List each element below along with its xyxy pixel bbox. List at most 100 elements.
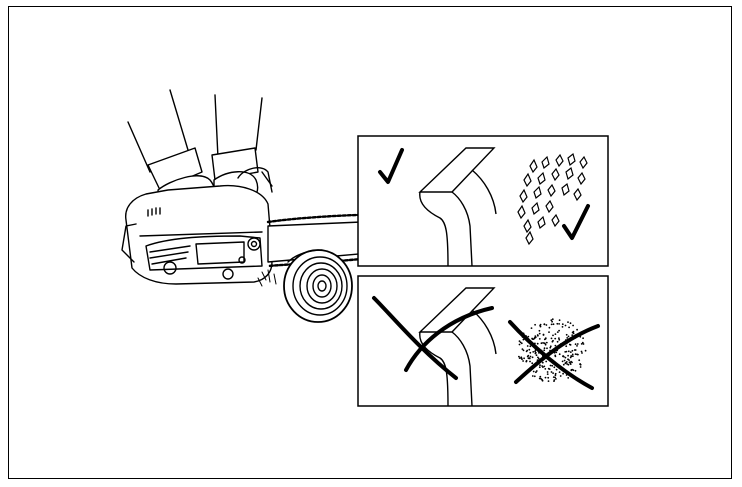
dust-speck bbox=[553, 366, 556, 369]
dust-speck bbox=[556, 340, 559, 343]
dust-speck bbox=[554, 374, 557, 377]
dust-speck bbox=[565, 350, 568, 353]
dust-speck bbox=[531, 375, 534, 377]
dust-speck bbox=[562, 363, 565, 366]
dust-speck bbox=[535, 371, 537, 374]
dust-speck bbox=[528, 357, 531, 360]
log-icon bbox=[283, 249, 353, 323]
dust-speck bbox=[572, 355, 574, 357]
dust-speck bbox=[534, 350, 536, 353]
dust-speck bbox=[543, 365, 546, 368]
dust-speck bbox=[574, 343, 577, 346]
saw-chips-icon bbox=[257, 269, 277, 287]
dust-speck bbox=[554, 372, 557, 375]
dust-speck bbox=[552, 323, 555, 326]
dust-speck bbox=[552, 339, 554, 342]
dust-speck bbox=[558, 323, 560, 325]
dust-speck bbox=[535, 354, 538, 357]
dust-speck bbox=[579, 366, 582, 368]
dust-speck bbox=[571, 349, 574, 352]
dust-speck bbox=[576, 328, 578, 331]
dust-speck bbox=[550, 323, 553, 326]
dust-speck bbox=[541, 365, 543, 367]
dust-speck bbox=[570, 369, 573, 371]
dust-speck bbox=[576, 343, 579, 345]
dust-speck bbox=[565, 345, 568, 348]
dust-speck bbox=[529, 355, 532, 358]
dust-speck bbox=[552, 376, 555, 378]
dust-speck bbox=[532, 351, 535, 353]
dust-speck bbox=[527, 354, 530, 357]
dust-speck bbox=[564, 356, 567, 359]
dust-speck bbox=[536, 342, 539, 345]
dust-speck bbox=[564, 324, 567, 327]
dust-speck bbox=[539, 375, 542, 378]
dust-speck bbox=[549, 346, 552, 349]
dust-speck bbox=[518, 343, 521, 346]
dust-speck bbox=[545, 324, 548, 326]
dust-speck bbox=[523, 357, 525, 360]
dust-speck bbox=[554, 354, 557, 357]
dust-speck bbox=[522, 360, 524, 362]
dust-speck bbox=[579, 363, 582, 365]
dust-speck bbox=[526, 349, 529, 352]
dust-speck bbox=[522, 349, 525, 352]
dust-speck bbox=[542, 333, 545, 336]
dust-speck bbox=[568, 359, 570, 361]
dust-speck bbox=[550, 371, 553, 373]
check-mark-icon bbox=[562, 204, 590, 240]
dust-speck bbox=[565, 361, 568, 363]
dust-speck bbox=[544, 343, 547, 346]
dust-speck bbox=[518, 340, 521, 342]
dust-speck bbox=[562, 355, 565, 357]
dust-speck bbox=[549, 345, 552, 348]
dust-speck bbox=[548, 331, 550, 333]
dust-speck bbox=[533, 337, 536, 340]
dust-speck bbox=[543, 338, 546, 341]
dust-speck bbox=[562, 372, 564, 375]
dust-speck bbox=[551, 318, 554, 321]
dust-speck bbox=[558, 329, 560, 332]
dust-speck bbox=[581, 352, 583, 354]
dust-speck bbox=[569, 356, 572, 359]
dust-speck bbox=[546, 347, 548, 350]
dust-speck bbox=[537, 356, 539, 359]
dust-speck bbox=[544, 368, 547, 370]
dust-speck bbox=[529, 345, 532, 348]
dust-speck bbox=[564, 362, 567, 365]
dust-speck bbox=[561, 323, 564, 326]
dust-speck bbox=[534, 335, 537, 337]
dust-speck bbox=[567, 350, 570, 353]
dust-speck bbox=[569, 362, 572, 364]
dust-speck bbox=[551, 320, 553, 323]
dust-speck bbox=[527, 357, 530, 360]
dust-speck bbox=[545, 341, 548, 344]
dust-speck bbox=[531, 337, 533, 340]
dust-speck bbox=[534, 352, 537, 355]
dust-speck bbox=[519, 341, 522, 344]
dust-speck bbox=[539, 324, 541, 327]
dust-speck bbox=[555, 378, 557, 380]
cross-mark-icon bbox=[508, 320, 600, 390]
dust-speck bbox=[550, 337, 553, 340]
dust-speck bbox=[567, 335, 570, 338]
chainsaw-body-icon bbox=[121, 167, 273, 285]
dust-speck bbox=[552, 372, 554, 374]
dust-speck bbox=[574, 353, 577, 355]
dust-speck bbox=[543, 349, 546, 352]
dust-speck bbox=[584, 349, 587, 352]
dust-speck bbox=[572, 324, 574, 327]
dust-speck bbox=[526, 345, 529, 347]
dust-speck bbox=[561, 326, 564, 328]
dust-speck bbox=[547, 376, 550, 379]
dust-speck bbox=[538, 332, 541, 335]
dust-speck bbox=[539, 364, 541, 367]
dust-speck bbox=[527, 335, 530, 338]
dust-speck bbox=[568, 343, 571, 346]
dust-speck bbox=[541, 379, 544, 382]
correct-panel bbox=[357, 135, 609, 267]
dust-speck bbox=[555, 368, 558, 371]
dust-speck bbox=[542, 342, 544, 344]
dust-speck bbox=[558, 337, 560, 340]
dust-speck bbox=[554, 333, 557, 335]
